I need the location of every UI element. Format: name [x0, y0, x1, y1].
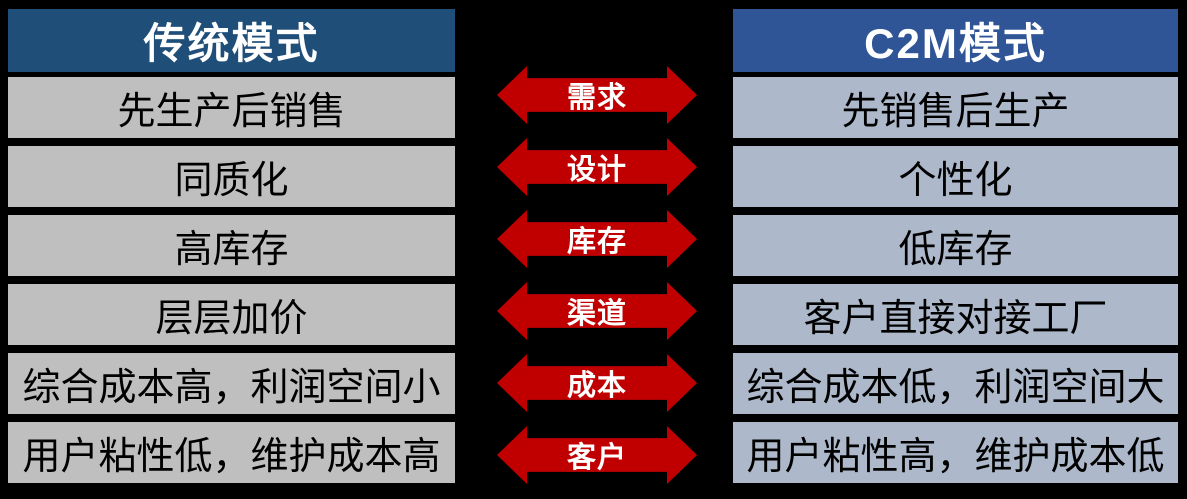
arrow-label-customer: 客户 [566, 442, 627, 474]
traditional-row-inventory: 高库存 [8, 215, 455, 276]
c2m-row-production: 先销售后生产 [733, 77, 1178, 138]
arrow-label-channel: 渠道 [566, 298, 627, 330]
traditional-mode-header: 传统模式 [8, 9, 455, 72]
arrow-label-cost: 成本 [566, 370, 627, 402]
double-arrow-cost: 成本 [497, 354, 697, 412]
c2m-row-personalization: 个性化 [733, 146, 1178, 207]
c2m-row-cost: 综合成本低，利润空间大 [733, 353, 1178, 414]
traditional-row-homogenization: 同质化 [8, 146, 455, 207]
traditional-row-production: 先生产后销售 [8, 77, 455, 138]
arrow-label-demand: 需求 [566, 82, 627, 114]
c2m-row-factory-direct: 客户直接对接工厂 [733, 284, 1178, 345]
double-arrow-channel: 渠道 [497, 282, 697, 340]
double-arrow-customer: 客户 [497, 426, 697, 484]
arrow-label-inventory: 库存 [566, 226, 627, 258]
c2m-row-inventory: 低库存 [733, 215, 1178, 276]
c2m-row-customer: 用户粘性高，维护成本低 [733, 422, 1178, 483]
c2m-mode-column: C2M模式 先销售后生产 个性化 低库存 客户直接对接工厂 综合成本低，利润空间… [733, 9, 1178, 491]
c2m-mode-header: C2M模式 [733, 9, 1178, 72]
double-arrow-design: 设计 [497, 138, 697, 196]
traditional-row-markup: 层层加价 [8, 284, 455, 345]
double-arrow-inventory: 库存 [497, 210, 697, 268]
double-arrow-demand: 需求 [497, 66, 697, 124]
traditional-row-cost: 综合成本高，利润空间小 [8, 353, 455, 414]
traditional-mode-column: 传统模式 先生产后销售 同质化 高库存 层层加价 综合成本高，利润空间小 用户粘… [8, 9, 455, 491]
traditional-row-customer: 用户粘性低，维护成本高 [8, 422, 455, 483]
arrow-label-design: 设计 [566, 154, 627, 186]
